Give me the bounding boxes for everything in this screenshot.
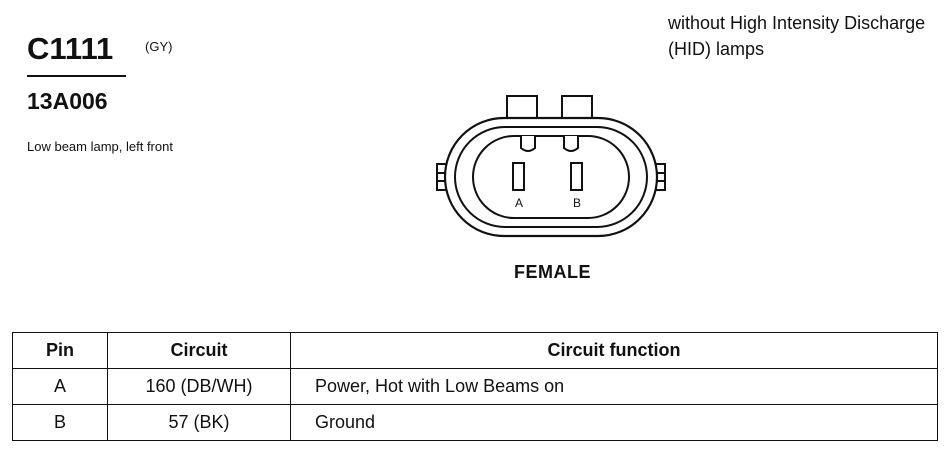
- pin-table: Pin Circuit Circuit function A 160 (DB/W…: [12, 332, 938, 441]
- connector-id-underline: [27, 75, 126, 77]
- connector-keying-notch-right: [563, 136, 579, 152]
- cell-pin: B: [12, 404, 108, 441]
- connector-latch-tab-left: [506, 95, 538, 119]
- connector-id: C1111: [27, 31, 114, 66]
- connector-keying-notch-left: [520, 136, 536, 152]
- table-header-row: Pin Circuit Circuit function: [12, 332, 938, 369]
- cell-pin: A: [12, 368, 108, 405]
- connector-face-diagram: A B: [436, 95, 666, 238]
- header-pin: Pin: [12, 332, 108, 369]
- cell-circuit: 160 (DB/WH): [107, 368, 291, 405]
- applicability-note: without High Intensity Discharge (HID) l…: [668, 13, 926, 59]
- header-circuit: Circuit: [107, 332, 291, 369]
- connector-inner-face: [472, 135, 630, 219]
- terminal-b: [570, 162, 583, 191]
- connector-color-code: (GY): [145, 39, 173, 54]
- connector-latch-tab-right: [561, 95, 593, 119]
- connector-gender-label: FEMALE: [514, 262, 591, 282]
- terminal-a: [512, 162, 525, 191]
- cell-circuit-function: Ground: [290, 404, 938, 441]
- connector-housing-outer: [443, 116, 659, 238]
- cell-circuit: 57 (BK): [107, 404, 291, 441]
- cell-circuit-function: Power, Hot with Low Beams on: [290, 368, 938, 405]
- header-circuit-function: Circuit function: [290, 332, 938, 369]
- table-row: A 160 (DB/WH) Power, Hot with Low Beams …: [12, 368, 938, 405]
- pin-label-a: A: [515, 196, 523, 210]
- connector-description: Low beam lamp, left front: [27, 139, 173, 154]
- connector-housing-ring: [454, 126, 648, 228]
- table-row: B 57 (BK) Ground: [12, 404, 938, 441]
- part-number: 13A006: [27, 88, 108, 114]
- pin-label-b: B: [573, 196, 581, 210]
